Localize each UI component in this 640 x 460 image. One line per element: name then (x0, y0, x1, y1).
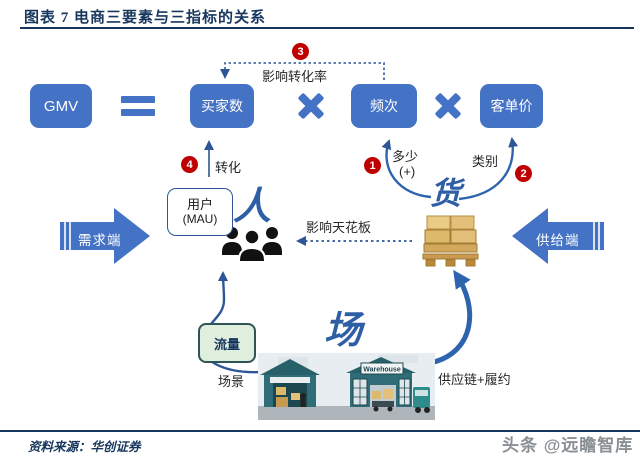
people-group-icon (222, 227, 282, 263)
multiply-icon (433, 91, 463, 121)
warehouse-illustration: Warehouse (258, 353, 435, 420)
venue-to-goods-arrow (433, 269, 473, 365)
conversion-rate-dotted-arrow (220, 62, 385, 80)
gmv-box: GMV (30, 84, 92, 128)
watermark: 头条 @远瞻智库 (502, 436, 634, 455)
quantity-curve-arrow (381, 139, 432, 199)
conversion-rate-label: 影响转化率 (262, 69, 328, 84)
badge-1: 1 (364, 157, 381, 174)
ceiling-label: 影响天花板 (306, 220, 372, 235)
mau-label: (MAU) (182, 211, 218, 226)
supply-side-label: 供给端 (536, 233, 580, 248)
demand-side-label: 需求端 (78, 233, 122, 248)
frequency-box: 频次 (351, 84, 417, 128)
figure-title: 图表 7 电商三要素与三指标的关系 (24, 10, 267, 26)
title-divider (20, 27, 634, 29)
venue-to-people-arrow (200, 271, 264, 374)
goods-char: 货 (430, 176, 461, 211)
quantity-label: 多少 (392, 149, 419, 164)
conversion-label: 转化 (215, 160, 242, 175)
multiply-icon (296, 91, 326, 121)
footer-divider (0, 430, 640, 432)
quantity-plus-label: (+) (399, 164, 416, 179)
supply-fulfillment-label: 供应链+履约 (438, 372, 511, 387)
badge-2: 2 (515, 165, 532, 182)
traffic-box: 流量 (198, 323, 256, 363)
category-curve-arrow (458, 137, 519, 201)
equals-icon (121, 96, 155, 116)
badge-4: 4 (181, 156, 198, 173)
user-mau-box: 用户 (MAU) (167, 188, 233, 236)
category-label: 类别 (472, 154, 499, 169)
pallet-icon (422, 215, 479, 267)
supply-side-arrow (512, 208, 604, 264)
venue-char: 场 (324, 310, 363, 352)
badge-3: 3 (292, 43, 309, 60)
buyers-box: 买家数 (190, 84, 254, 128)
user-label: 用户 (186, 196, 213, 212)
demand-side-arrow (60, 208, 150, 264)
scenario-label: 场景 (218, 374, 245, 389)
price-box: 客单价 (480, 84, 543, 128)
people-char: 人 (233, 186, 272, 228)
warehouse-sign: Warehouse (363, 367, 401, 374)
source-note: 资料来源：华创证券 (28, 440, 141, 454)
